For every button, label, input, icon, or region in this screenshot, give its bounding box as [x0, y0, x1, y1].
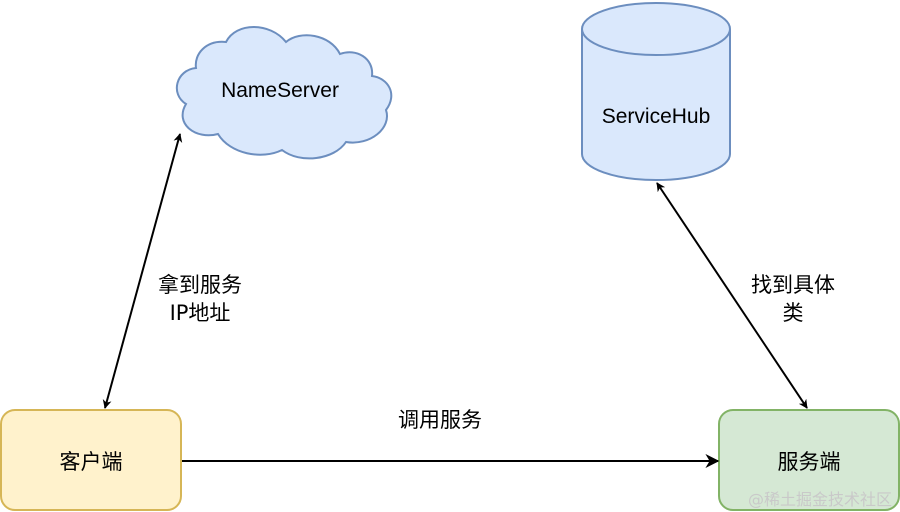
client-box-shape: [0, 409, 182, 511]
client-nameserver-label-line1: 拿到服务: [158, 273, 242, 297]
nameserver-cloud[interactable]: NameServer: [175, 26, 393, 160]
client-box[interactable]: 客户端: [0, 409, 182, 511]
client-nameserver-label-line2: IP地址: [169, 301, 231, 325]
watermark: @稀土掘金技术社区: [747, 490, 892, 509]
servicehub-cylinder[interactable]: ServiceHub: [581, 2, 731, 181]
servicehub-cylinder-body: [581, 29, 731, 181]
servicehub-cylinder-top: [581, 2, 731, 56]
client-nameserver-arrow[interactable]: [102, 133, 183, 409]
nameserver-label: NameServer: [221, 79, 339, 102]
client-label: 客户端: [60, 451, 123, 474]
server-label: 服务端: [778, 451, 841, 474]
server-servicehub-arrow[interactable]: [656, 182, 808, 409]
client-nameserver-label: 拿到服务 IP地址: [140, 271, 260, 327]
client-server-label: 调用服务: [398, 408, 482, 432]
server-servicehub-label-line1: 找到具体: [751, 273, 835, 297]
servicehub-label: ServiceHub: [602, 105, 711, 128]
server-servicehub-label-line2: 类: [782, 301, 804, 325]
nameserver-cloud-shape: [175, 26, 393, 160]
server-servicehub-label: 找到具体 类: [733, 271, 853, 327]
